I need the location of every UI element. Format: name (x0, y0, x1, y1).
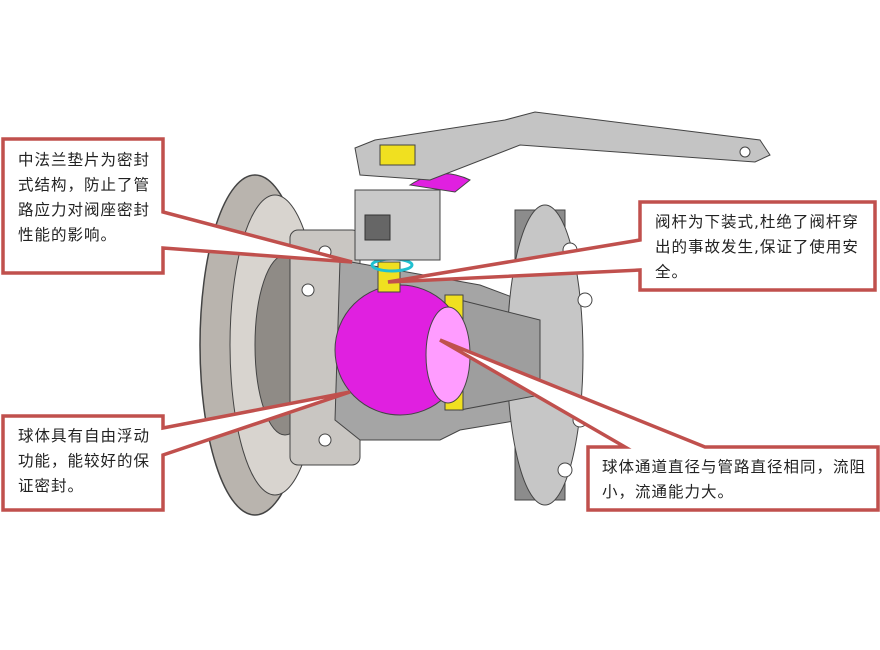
callout-4-shape (439, 338, 880, 512)
callout-bore-text: 球体通道直径与管路直径相同，流阻小，流通能力大。 (602, 458, 867, 501)
callout-1-shape (1, 137, 353, 275)
stem-and-handle (354, 111, 771, 293)
callout-3-shape (1, 390, 351, 512)
callout-stem-text: 阀杆为下装式,杜绝了阀杆穿出的事故发生,保证了使用安全。 (655, 213, 859, 281)
callout-gasket-text: 中法兰垫片为密封式结构，防止了管路应力对阀座密封性能的影响。 (18, 151, 151, 244)
ball (334, 284, 471, 416)
callout-2-shape (387, 200, 877, 292)
callout-ball-text: 球体具有自由浮动功能，能较好的保证密封。 (18, 427, 151, 495)
